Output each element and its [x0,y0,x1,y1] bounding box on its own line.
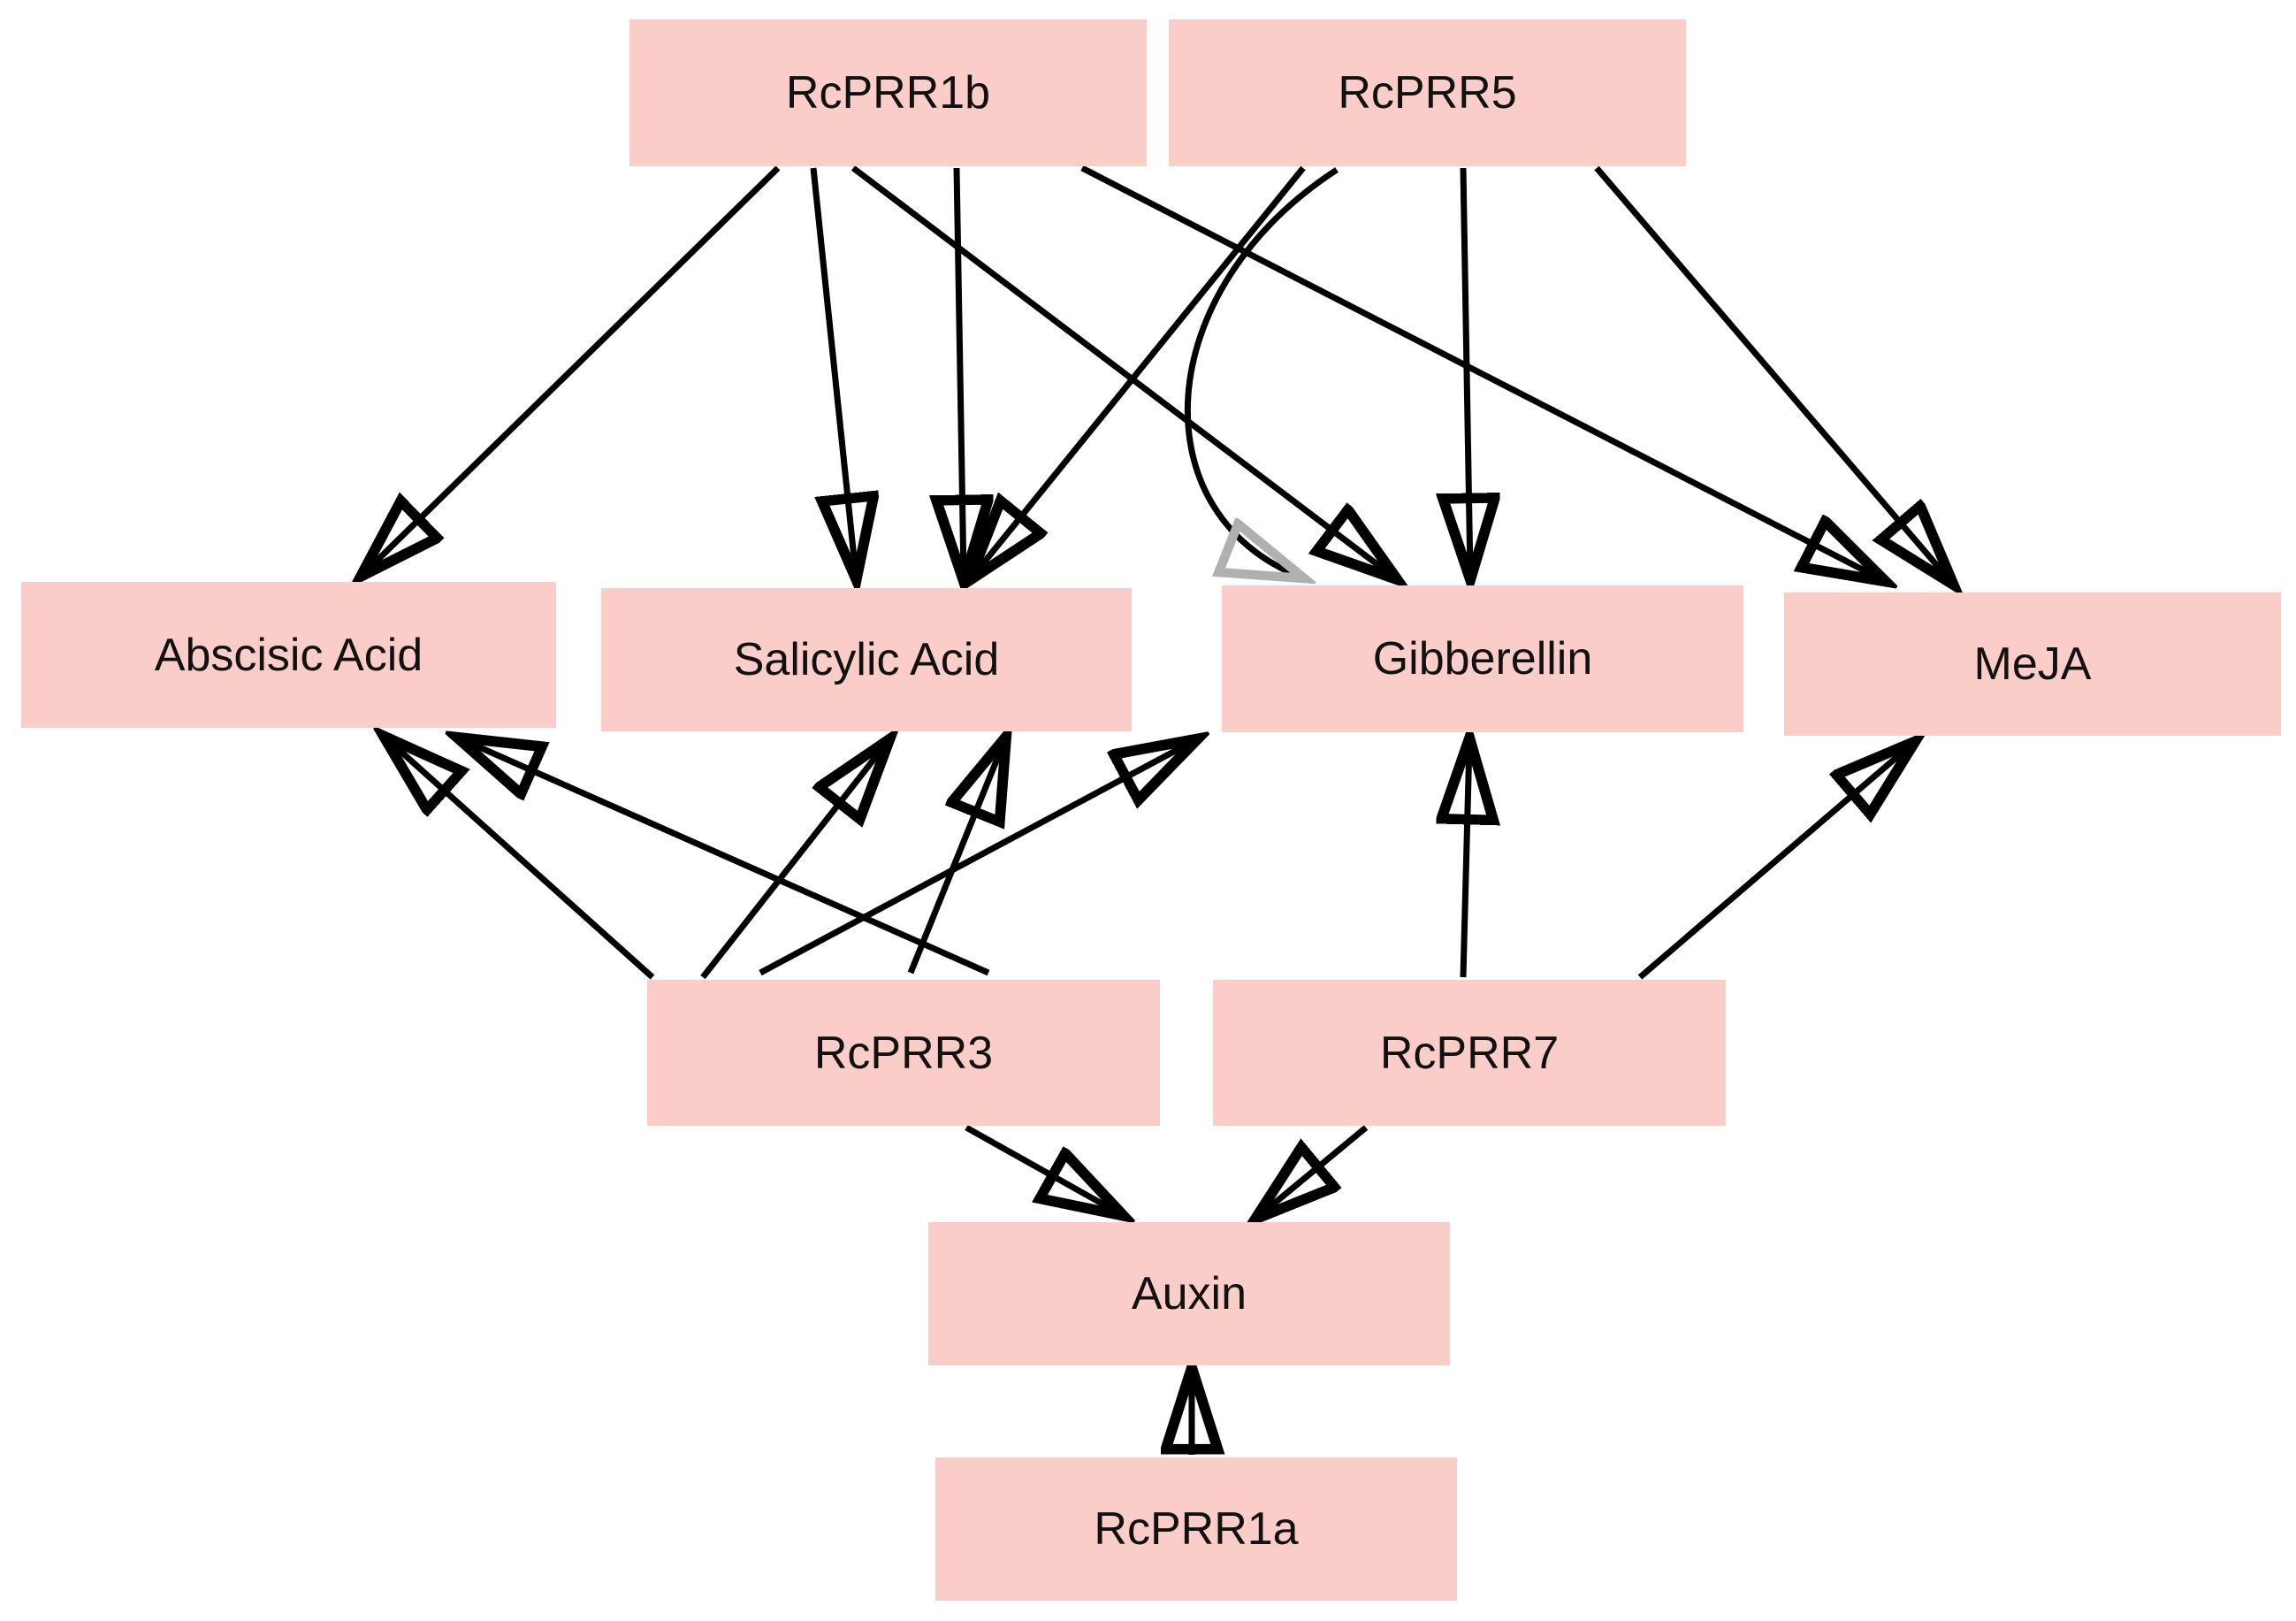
node-rcprr1b[interactable]: RcPRR1b [629,19,1147,166]
node-rcprr7[interactable]: RcPRR7 [1213,980,1726,1126]
node-label: RcPRR1a [1094,1503,1299,1555]
node-label: RcPRR1b [785,67,991,119]
node-label: Gibberellin [1372,633,1593,684]
node-gibberellin[interactable]: Gibberellin [1222,585,1743,732]
rcprr5-to-gibberellin [1463,167,1470,575]
rcprr3-to-auxin [965,1124,1119,1213]
rcprr5-to-gibberellin-curved [1184,167,1339,577]
rcprr3-to-salicylic-acid [700,743,887,980]
rcprr1b-to-meja [1080,164,1881,579]
rcprr3-to-gibberellin [759,741,1194,976]
node-meja[interactable]: MeJA [1784,593,2281,736]
node-label: RcPRR5 [1338,67,1517,119]
rcprr5-to-meja [1594,165,1950,581]
node-label: Salicylic Acid [733,634,1000,685]
node-salicylic-acid[interactable]: Salicylic Acid [601,588,1132,731]
rcprr7-to-salicylic-acid [907,741,1004,975]
rcprr7-to-abscisic-acid [461,739,990,976]
node-label: RcPRR7 [1379,1027,1560,1079]
node-label: Abscisic Acid [154,629,423,681]
rcprr5-to-salicylic-acid [973,165,1306,577]
rcprr7-to-meja [1637,745,1911,980]
rcprr7-to-auxin [1259,1125,1369,1216]
rcprr7-to-gibberellin [1463,743,1469,978]
node-auxin[interactable]: Auxin [928,1222,1450,1365]
node-label: RcPRR3 [813,1027,994,1079]
rcprr3-to-abscisic-acid [387,739,655,980]
node-rcprr1a[interactable]: RcPRR1a [935,1457,1457,1601]
node-rcprr5[interactable]: RcPRR5 [1169,19,1686,166]
rcprr1b-to-salicylic-acid [810,167,856,575]
node-abscisic-acid[interactable]: Abscisic Acid [21,582,556,728]
rcprr1b-to-gibberellin [851,165,1393,577]
node-label: MeJA [1973,638,2092,690]
rcprr1b-to-abscisic-acid [364,165,781,573]
node-label: Auxin [1131,1268,1247,1319]
node-rcprr3[interactable]: RcPRR3 [647,980,1160,1126]
rcprr1b-to-salicylic-acid-2 [957,167,964,577]
